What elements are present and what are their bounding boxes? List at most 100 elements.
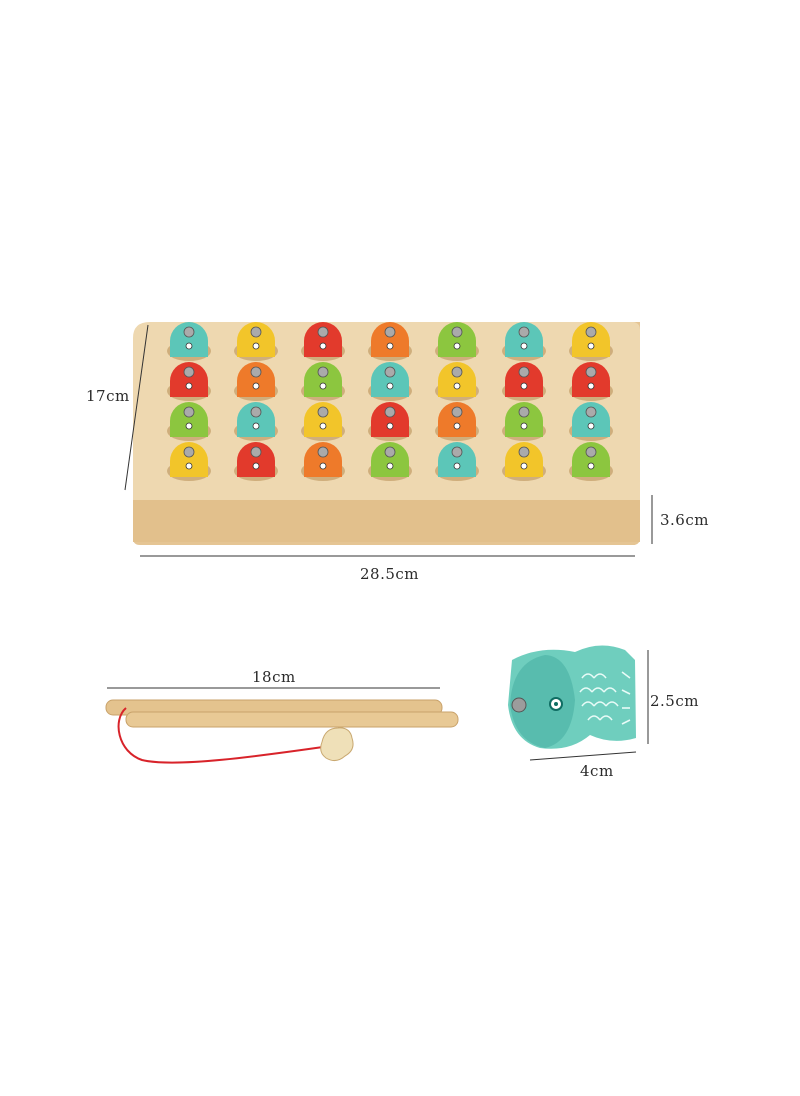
fish-eye: [587, 422, 595, 430]
board-fish: [167, 322, 211, 361]
fish-magnet: [317, 446, 329, 458]
fish-eye: [386, 342, 394, 350]
fish-magnet: [384, 366, 396, 378]
fishing-rods: [105, 687, 459, 764]
fish-magnet: [317, 406, 329, 418]
board-fish: [167, 442, 211, 481]
fish-head: [572, 362, 610, 397]
rod-2: [125, 711, 459, 728]
fish-grid: [167, 322, 613, 481]
fish-head: [304, 442, 342, 477]
fish-head: [505, 402, 543, 437]
fish-eye: [252, 422, 260, 430]
fish-eye: [520, 342, 528, 350]
fish-eye: [319, 462, 327, 470]
fish-eye: [587, 342, 595, 350]
fish-magnet: [250, 446, 262, 458]
fish-head: [572, 442, 610, 477]
fish-magnet: [451, 446, 463, 458]
fish-head: [438, 402, 476, 437]
board-fish: [569, 442, 613, 481]
fish-head: [371, 362, 409, 397]
fish-magnet: [585, 326, 597, 338]
magnet-hook: [320, 727, 354, 762]
fish-magnet: [518, 326, 530, 338]
board-fish: [234, 402, 278, 441]
board-fish: [569, 402, 613, 441]
fish-magnet: [250, 326, 262, 338]
fish-magnet: [585, 406, 597, 418]
fish-head: [304, 362, 342, 397]
board-fish: [502, 362, 546, 401]
fish-eye: [252, 382, 260, 390]
board-fish: [502, 402, 546, 441]
board-front-edge: [133, 500, 640, 542]
board-fish: [301, 362, 345, 401]
height-line: [124, 324, 149, 491]
fish-head: [438, 322, 476, 357]
fish-eye: [520, 382, 528, 390]
fish-head: [572, 402, 610, 437]
board-fish: [435, 362, 479, 401]
board-fish: [502, 322, 546, 361]
board-fish: [368, 402, 412, 441]
fish-head: [438, 362, 476, 397]
fish-magnet: [511, 697, 527, 713]
fish-magnet: [384, 326, 396, 338]
fish-magnet: [585, 446, 597, 458]
fish-eye: [319, 422, 327, 430]
board-fish: [569, 322, 613, 361]
board-fish: [368, 362, 412, 401]
rod-length-label: 18cm: [252, 668, 296, 686]
fish-head: [438, 442, 476, 477]
board-fish: [234, 322, 278, 361]
fish-magnet: [183, 326, 195, 338]
fish-eye: [185, 462, 193, 470]
fish-head: [304, 322, 342, 357]
board-fish: [435, 322, 479, 361]
fish-magnet: [451, 366, 463, 378]
fish-head: [170, 322, 208, 357]
fish-head: [505, 362, 543, 397]
board-fish: [301, 322, 345, 361]
fish-head: [237, 322, 275, 357]
fish-eye: [386, 422, 394, 430]
board-fish: [167, 362, 211, 401]
fish-magnet: [518, 446, 530, 458]
fish-eye: [252, 342, 260, 350]
fish-magnet: [250, 406, 262, 418]
fish-magnet: [183, 406, 195, 418]
fish-magnet: [183, 366, 195, 378]
fish-eye: [252, 462, 260, 470]
fish-head: [371, 402, 409, 437]
board-fish: [435, 402, 479, 441]
fish-magnet: [250, 366, 262, 378]
fish-head: [170, 362, 208, 397]
fish-eye: [185, 382, 193, 390]
fish-head: [572, 322, 610, 357]
fish-eye: [386, 382, 394, 390]
fish-head: [237, 442, 275, 477]
fish-magnet: [384, 406, 396, 418]
fish-eye: [453, 382, 461, 390]
board-dimension-lines: [124, 324, 653, 557]
board-width-label: 28.5cm: [360, 565, 420, 583]
fish-head: [371, 322, 409, 357]
fish-head: [505, 322, 543, 357]
fish-head: [371, 442, 409, 477]
fish-height-label: 2.5cm: [650, 692, 699, 710]
fish-eye: [520, 422, 528, 430]
fish-head: [237, 362, 275, 397]
fish-width-line: [529, 751, 637, 761]
fish-eye: [185, 422, 193, 430]
fish-eye: [453, 342, 461, 350]
fish-eye: [587, 382, 595, 390]
fish-width-label: 4cm: [580, 762, 614, 780]
fish-head: [505, 442, 543, 477]
fish-magnet: [183, 446, 195, 458]
fish-magnet: [585, 366, 597, 378]
board-fish: [502, 442, 546, 481]
fish-eye: [587, 462, 595, 470]
fish-magnet: [451, 406, 463, 418]
board-fish: [234, 362, 278, 401]
